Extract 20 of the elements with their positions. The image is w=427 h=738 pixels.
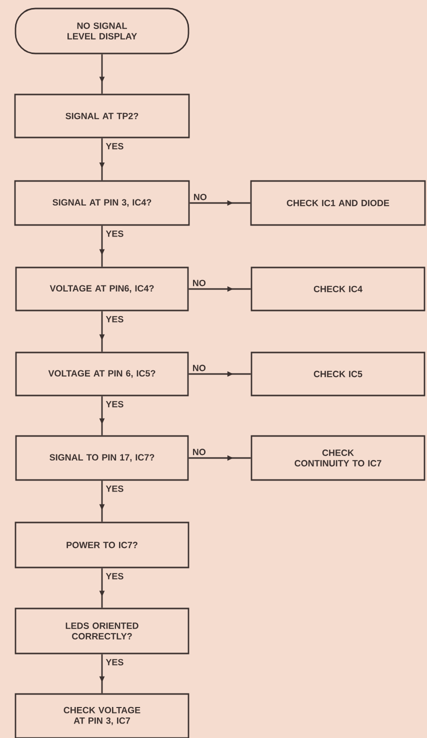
start-terminal: NO SIGNAL LEVEL DISPLAY xyxy=(14,8,190,54)
edge-label: YES xyxy=(104,142,125,150)
process-box: CHECK IC5 xyxy=(250,352,426,396)
edge-label: YES xyxy=(104,230,125,238)
process-box: VOLTAGE AT PIN6, IC4? xyxy=(15,266,189,312)
process-box: CHECK IC4 xyxy=(250,266,426,312)
edge-label: YES xyxy=(104,400,125,408)
process-box: VOLTAGE AT PIN 6, IC5? xyxy=(15,352,189,396)
process-box: SIGNAL AT PIN 3, IC4? xyxy=(14,180,190,226)
process-box: SIGNAL AT TP2? xyxy=(14,94,190,138)
process-box: CHECK VOLTAGE AT PIN 3, IC7 xyxy=(14,693,190,738)
process-box: LEDS ORIENTED CORRECTLY? xyxy=(14,608,190,654)
process-box: CHECK CONTINUITY TO IC7 xyxy=(250,435,426,481)
process-box: POWER TO IC7? xyxy=(14,522,190,568)
edge-label: YES xyxy=(104,572,125,580)
edge-label: YES xyxy=(104,484,125,493)
process-box: SIGNAL TO PIN 17, IC7? xyxy=(15,435,189,481)
process-box: CHECK IC1 AND DIODE xyxy=(250,180,426,226)
edge-label: YES xyxy=(104,658,125,666)
edge-label: YES xyxy=(104,315,125,324)
